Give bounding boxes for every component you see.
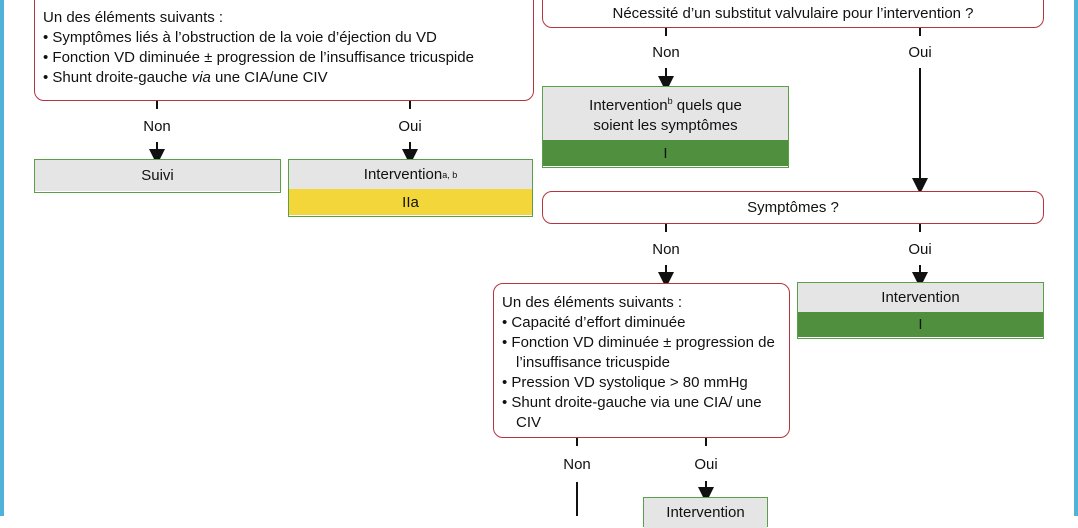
left-question-item-2: Fonction VD diminuée ± progression de l’… (43, 48, 533, 68)
question2-yes-intervention-label: Intervention (644, 498, 767, 528)
symptoms-question-box: Symptômes ? (542, 191, 1044, 224)
valve-no-label: Non (652, 44, 680, 61)
valve-no-intervention-class: I (543, 140, 788, 166)
valve-question-text: Nécessité d’un substitut valvulaire pour… (612, 5, 974, 22)
question2-no-label: Non (563, 456, 591, 473)
question2-item-3: Pression VD systolique > 80 mmHg (502, 373, 781, 393)
question2-item-4: Shunt droite-gauche via une CIA/ une CIV (502, 393, 781, 433)
left-no-label: Non (143, 118, 171, 135)
left-question-title: Un des éléments suivants : (43, 9, 224, 26)
symptoms-no-label: Non (652, 241, 680, 258)
valve-no-intervention-label: Interventionb quels que soient les sympt… (543, 87, 788, 140)
followup-box: Suivi (34, 159, 281, 193)
valve-yes-label: Oui (908, 44, 932, 61)
symptoms-yes-label: Oui (908, 241, 932, 258)
left-yes-label: Oui (398, 118, 422, 135)
connector-lines (149, 28, 928, 516)
symptoms-yes-intervention-box: Intervention I (797, 282, 1044, 339)
symptoms-question-text: Symptômes ? (747, 198, 839, 216)
left-question-item-3: Shunt droite-gauche via une CIA/une CIV (43, 68, 533, 88)
left-question-item-1: Symptômes liés à l’obstruction de la voi… (43, 28, 533, 48)
question2-item-1: Capacité d’effort diminuée (502, 313, 781, 333)
symptoms-yes-intervention-label: Intervention (798, 283, 1043, 312)
left-question-list: Symptômes liés à l’obstruction de la voi… (43, 28, 533, 88)
question2-title: Un des éléments suivants : (502, 294, 683, 311)
question2-yes-label: Oui (694, 456, 718, 473)
left-intervention-class: IIa (289, 189, 532, 215)
question2-list: Capacité d’effort diminuée Fonction VD d… (502, 313, 781, 433)
valve-question-box: Nécessité d’un substitut valvulaire pour… (542, 0, 1044, 28)
question2-box: Un des éléments suivants : Capacité d’ef… (493, 283, 790, 438)
question2-item-2: Fonction VD diminuée ± progression de l’… (502, 333, 781, 373)
valve-no-intervention-box: Interventionb quels que soient les sympt… (542, 86, 789, 168)
question2-yes-intervention-box: Intervention (643, 497, 768, 528)
symptoms-yes-intervention-class: I (798, 312, 1043, 337)
left-border (0, 0, 4, 516)
flowchart: Un des éléments suivants : Symptômes lié… (0, 0, 1078, 516)
right-border (1074, 0, 1078, 516)
left-question-box: Un des éléments suivants : Symptômes lié… (34, 0, 534, 101)
followup-label: Suivi (35, 160, 280, 191)
